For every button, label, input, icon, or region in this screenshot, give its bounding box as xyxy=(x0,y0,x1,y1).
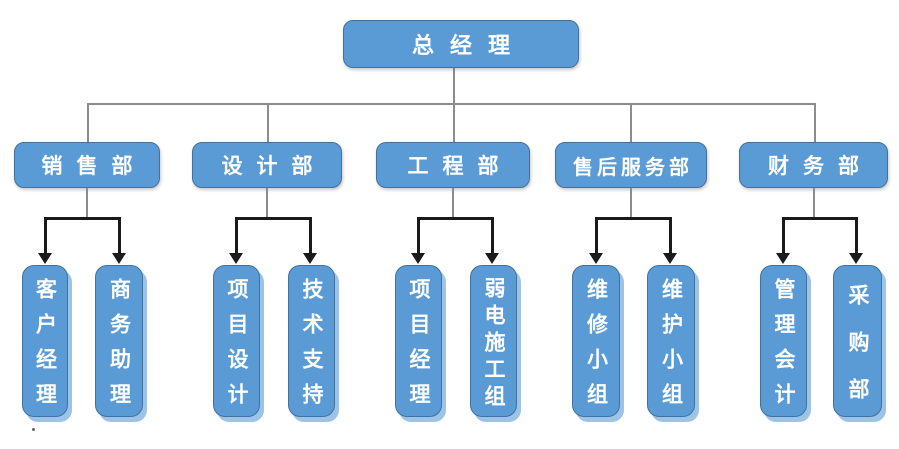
dept-node-design-label: 设计部 xyxy=(221,154,327,178)
connector-drop-sales xyxy=(87,104,89,143)
connector-design-horizontal xyxy=(235,217,312,220)
connector-design-arrow-right xyxy=(309,217,312,255)
dept-node-engineering-label: 工程部 xyxy=(407,154,513,178)
child-node-procurement-dept-label: 采购部 xyxy=(846,283,870,425)
dept-node-engineering: 工程部 xyxy=(376,142,530,188)
connector-after-sales-arrow-right xyxy=(669,217,672,255)
connector-drop-engineering xyxy=(453,104,455,143)
connector-engineering-arrow-right xyxy=(491,217,494,255)
dept-node-after-sales-label: 售后服务部 xyxy=(573,154,693,179)
connector-after-sales-arrow-left xyxy=(595,217,598,255)
arrow-down-icon xyxy=(849,253,863,264)
child-node-project-design: 项目设计 xyxy=(213,265,260,418)
arrow-down-icon xyxy=(229,253,243,264)
connector-after-sales-horizontal xyxy=(595,217,672,220)
child-node-repair-team: 维修小组 xyxy=(572,265,620,418)
dept-node-after-sales: 售后服务部 xyxy=(555,142,707,188)
connector-finance-horizontal xyxy=(782,217,858,220)
dept-node-sales-label: 销售部 xyxy=(41,154,147,178)
arrow-down-icon xyxy=(589,253,603,264)
connector-finance-stem xyxy=(813,188,815,218)
connector-design-stem xyxy=(266,188,268,218)
child-node-maintenance-team-label: 维护小组 xyxy=(659,278,684,418)
node-general-manager-label: 总经理 xyxy=(411,34,526,59)
child-node-business-assistant-label: 商务助理 xyxy=(107,278,132,418)
dept-node-sales: 销售部 xyxy=(14,142,160,188)
child-node-management-accounting-label: 管理会计 xyxy=(772,278,796,418)
connector-root-stem xyxy=(453,67,455,104)
connector-drop-finance xyxy=(814,104,816,143)
arrow-down-icon xyxy=(663,253,677,264)
child-node-customer-manager-label: 客户经理 xyxy=(33,278,58,418)
node-general-manager: 总经理 xyxy=(343,20,579,68)
stray-dot xyxy=(32,428,35,431)
connector-engineering-horizontal xyxy=(417,217,494,220)
child-node-weak-current-construction-team-label: 弱电施工组 xyxy=(482,276,506,412)
connector-finance-arrow-right xyxy=(855,217,858,255)
connector-sales-horizontal xyxy=(44,217,120,220)
arrow-down-icon xyxy=(38,253,52,264)
dept-node-finance: 财务部 xyxy=(739,142,888,188)
child-node-repair-team-label: 维修小组 xyxy=(584,278,609,418)
arrow-down-icon xyxy=(112,253,126,264)
connector-drop-after-sales xyxy=(630,104,632,143)
child-node-weak-current-construction-team: 弱电施工组 xyxy=(470,265,517,417)
connector-level1-horizontal xyxy=(87,103,816,105)
child-node-technical-support-label: 技术支持 xyxy=(300,278,324,418)
child-node-project-manager-label: 项目经理 xyxy=(407,278,431,418)
child-node-project-design-label: 项目设计 xyxy=(225,278,249,418)
arrow-down-icon xyxy=(776,253,790,264)
child-node-procurement-dept: 采购部 xyxy=(833,265,882,425)
connector-drop-design xyxy=(267,104,269,143)
child-node-maintenance-team: 维护小组 xyxy=(647,265,695,418)
child-node-management-accounting: 管理会计 xyxy=(760,265,807,418)
connector-design-arrow-left xyxy=(235,217,238,255)
connector-sales-arrow-left xyxy=(44,217,47,255)
child-node-technical-support: 技术支持 xyxy=(288,265,335,418)
arrow-down-icon xyxy=(303,253,317,264)
child-node-business-assistant: 商务助理 xyxy=(95,265,143,418)
arrow-down-icon xyxy=(485,253,499,264)
arrow-down-icon xyxy=(411,253,425,264)
connector-engineering-arrow-left xyxy=(417,217,420,255)
child-node-customer-manager: 客户经理 xyxy=(22,265,68,418)
connector-sales-stem xyxy=(86,188,88,218)
connector-after-sales-stem xyxy=(630,188,632,218)
connector-sales-arrow-right xyxy=(118,217,121,255)
child-node-project-manager: 项目经理 xyxy=(395,265,442,418)
connector-engineering-stem xyxy=(452,188,454,218)
connector-finance-arrow-left xyxy=(782,217,785,255)
dept-node-design: 设计部 xyxy=(192,142,342,188)
dept-node-finance-label: 财务部 xyxy=(768,154,873,178)
